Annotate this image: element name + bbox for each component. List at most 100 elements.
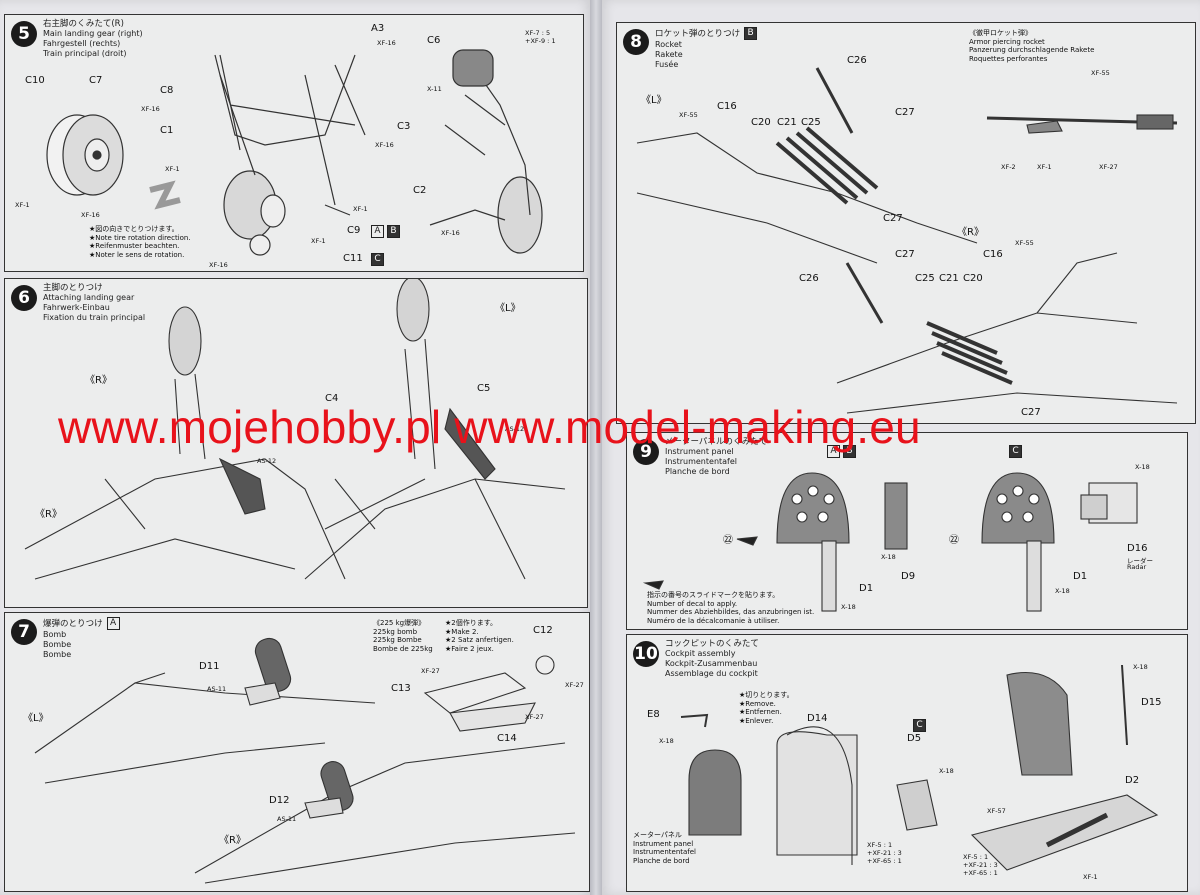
part-label: D1 xyxy=(859,583,874,594)
screw-code: AS-12 xyxy=(257,457,277,465)
part-label: C3 xyxy=(397,121,411,132)
part-label: E8 xyxy=(647,709,660,720)
paint-code: XF-1 xyxy=(15,201,30,209)
paint-code: X-18 xyxy=(1055,587,1070,595)
part-label: D16 xyxy=(1127,543,1148,554)
parts-tree-a: A xyxy=(106,617,120,630)
paint-code: X-18 xyxy=(1133,663,1148,671)
part-label: C25 xyxy=(801,117,821,128)
paint-code: XF-1 xyxy=(353,205,368,213)
part-label: C14 xyxy=(497,733,517,744)
instrument-panel-drawing xyxy=(642,472,1138,612)
screw-code: AS-11 xyxy=(207,685,227,693)
part-label: C11 xyxy=(343,253,363,264)
part-label: C8 xyxy=(160,85,174,96)
part-label: C16 xyxy=(983,249,1003,260)
decal-note: 指示の番号のスライドマークを貼ります。 Number of decal to a… xyxy=(647,591,815,625)
paint-code: XF-1 xyxy=(311,237,326,245)
part-label: D2 xyxy=(1125,775,1140,786)
paint-code: X-18 xyxy=(939,767,954,775)
paint-code: XF-16 xyxy=(209,261,228,269)
parts-tree-b: B xyxy=(744,27,758,40)
part-label: C27 xyxy=(895,107,915,118)
part-label: C1 xyxy=(160,125,174,136)
part-label: C21 xyxy=(939,273,959,284)
screw-code: AS-11 xyxy=(277,815,297,823)
paint-code: X-18 xyxy=(659,737,674,745)
part-label: C10 xyxy=(25,75,45,86)
part-label: C4 xyxy=(325,393,339,404)
paint-code: +XF-9 : 1 xyxy=(525,37,556,45)
side-marker: 《R》 xyxy=(219,835,246,846)
side-marker: 《L》 xyxy=(23,713,49,724)
side-marker: 《R》 xyxy=(85,375,112,386)
step-title: メーターパネルのくみたて Instrument panel Instrument… xyxy=(665,437,768,476)
side-marker: 《L》 xyxy=(641,95,667,106)
decal-number: ㉒ xyxy=(949,535,959,546)
make-note: ★2個作ります。 ★Make 2. ★2 Satz anfertigen. ★F… xyxy=(445,619,514,653)
paint-code: X-18 xyxy=(881,553,896,561)
part-label: C20 xyxy=(963,273,983,284)
step10-panel: 10 コックピットのくみたて Cockpit assembly Kockpit-… xyxy=(626,634,1188,892)
parts-tree-a: A xyxy=(371,225,384,238)
paint-code: XF-27 xyxy=(421,667,440,675)
side-marker: 《R》 xyxy=(957,227,984,238)
part-label: C27 xyxy=(1021,407,1041,418)
paint-code: XF-2 xyxy=(1001,163,1016,171)
paint-code: XF-16 xyxy=(377,39,396,47)
step6-panel: 6 主脚のとりつけ Attaching landing gear Fahrwer… xyxy=(4,278,588,608)
step-number: 8 xyxy=(623,29,649,55)
watermark-text: www.mojehobby.pl www.model-making.eu xyxy=(58,401,921,453)
part-label: C25 xyxy=(915,273,935,284)
part-label: C26 xyxy=(847,55,867,66)
side-marker: 《L》 xyxy=(495,303,521,314)
paint-code: XF-1 xyxy=(165,165,180,173)
paint-code: X-18 xyxy=(841,603,856,611)
decal-number: ㉒ xyxy=(723,535,733,546)
cockpit-drawing xyxy=(680,664,1159,871)
parts-tree-b: B xyxy=(387,225,400,238)
part-label: C27 xyxy=(883,213,903,224)
paint-code: XF-7 : 5 xyxy=(525,29,551,37)
step-title: 右主脚のくみたて(R) Main landing gear (right) Fa… xyxy=(43,19,143,58)
ap-rocket-title: 《徹甲ロケット弾》 Armor piercing rocket Panzerun… xyxy=(969,29,1095,63)
part-label: C2 xyxy=(413,185,427,196)
part-label: C12 xyxy=(533,625,553,636)
step-title: 主脚のとりつけ Attaching landing gear Fahrwerk-… xyxy=(43,283,146,322)
part-label: C5 xyxy=(477,383,491,394)
paint-code: XF-1 xyxy=(1037,163,1052,171)
part-label: C21 xyxy=(777,117,797,128)
part-label: D9 xyxy=(901,571,916,582)
instrument-panel-caption: メーターパネル Instrument panel Instrumententaf… xyxy=(633,831,697,865)
step-title: コックピットのくみたて Cockpit assembly Kockpit-Zus… xyxy=(665,639,759,678)
part-label: C27 xyxy=(895,249,915,260)
parts-tree-c: C xyxy=(371,253,384,266)
part-label: A3 xyxy=(371,23,385,34)
paint-code: XF-16 xyxy=(141,105,160,113)
rocket-drawing xyxy=(636,67,1178,414)
paint-code: XF-1 xyxy=(1083,873,1098,881)
parts-tree-b: B xyxy=(843,445,856,458)
part-label: D14 xyxy=(807,713,828,724)
part-label: C16 xyxy=(717,101,737,112)
bomb-title: 《225 kg爆弾》 225kg bomb 225kg Bombe Bombe … xyxy=(373,619,433,653)
part-label: C20 xyxy=(751,117,771,128)
step-number: 7 xyxy=(11,619,37,645)
radar-label: Radar xyxy=(1127,563,1147,571)
part-label: D5 xyxy=(907,733,922,744)
step-number: 5 xyxy=(11,21,37,47)
part-label: D11 xyxy=(199,661,220,672)
paint-code: XF-55 xyxy=(1091,69,1110,77)
paint-mix: XF-5 : 1 +XF-21 : 3 +XF-65 : 1 xyxy=(867,841,902,865)
paint-code: XF-16 xyxy=(441,229,460,237)
wing-gear-drawing xyxy=(24,279,566,580)
paint-code: XF-55 xyxy=(1015,239,1034,247)
parts-tree-c: C xyxy=(1009,445,1022,458)
parts-tree-a: A xyxy=(827,445,840,458)
step5-panel: 5 右主脚のくみたて(R) Main landing gear (right) … xyxy=(4,14,584,272)
part-label: C26 xyxy=(799,273,819,284)
